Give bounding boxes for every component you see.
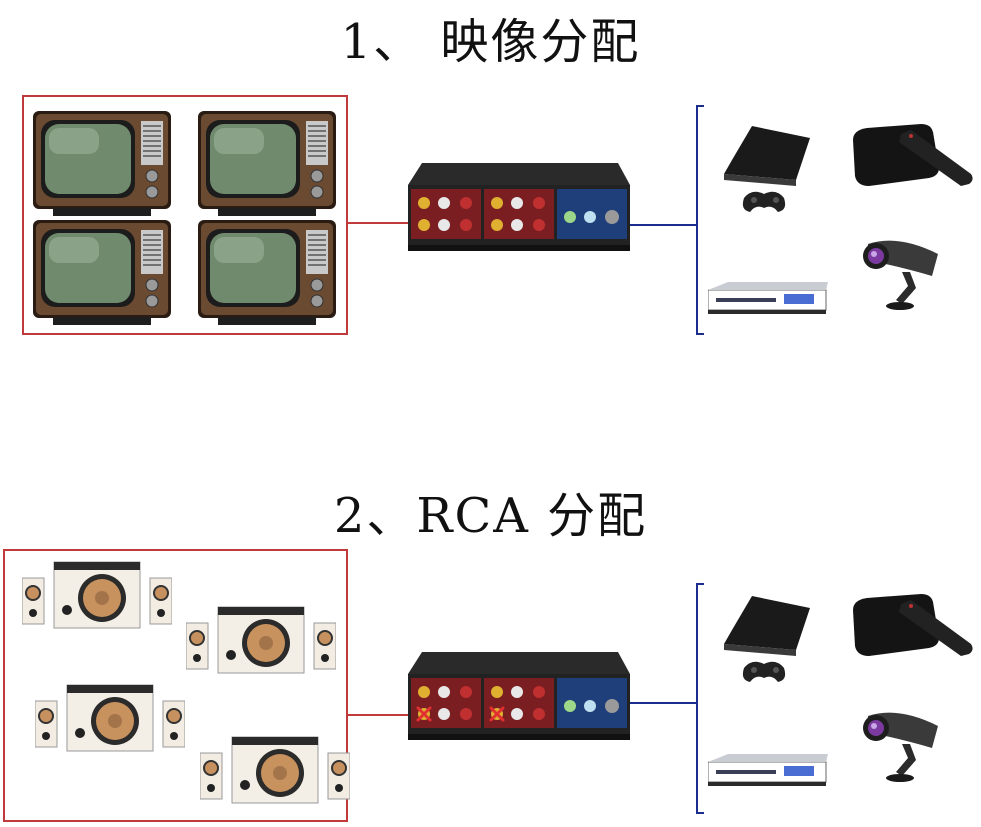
- output-connector-line: [348, 222, 410, 224]
- television-icon: [33, 111, 171, 216]
- speaker-icon: [35, 683, 185, 753]
- av-switch-icon: [408, 652, 630, 740]
- input-connector-line: [630, 702, 698, 704]
- speaker-icon: [200, 735, 350, 805]
- dvd-player-icon: [708, 280, 828, 320]
- television-icon: [198, 111, 336, 216]
- television-icon: [198, 220, 336, 325]
- section1-title: 1、 映像分配: [340, 14, 641, 70]
- tv-group-panel: [22, 95, 348, 335]
- source-bracket: [696, 583, 704, 814]
- television-icon: [33, 220, 171, 325]
- output-connector-line: [348, 714, 410, 716]
- security-camera-icon: [858, 232, 948, 312]
- security-camera-icon: [858, 704, 948, 784]
- section2-title: 2、RCA 分配: [333, 488, 648, 544]
- input-connector-line: [630, 224, 698, 226]
- speaker-icon: [22, 560, 172, 630]
- speaker-icon: [186, 605, 336, 675]
- streaming-box-icon: [845, 588, 975, 668]
- source-bracket: [696, 105, 704, 335]
- dvd-player-icon: [708, 752, 828, 792]
- streaming-box-icon: [845, 118, 975, 198]
- speaker-group-panel: [3, 549, 348, 822]
- game-console-icon: [722, 590, 812, 690]
- av-switch-icon: [408, 163, 630, 251]
- game-console-icon: [722, 120, 812, 220]
